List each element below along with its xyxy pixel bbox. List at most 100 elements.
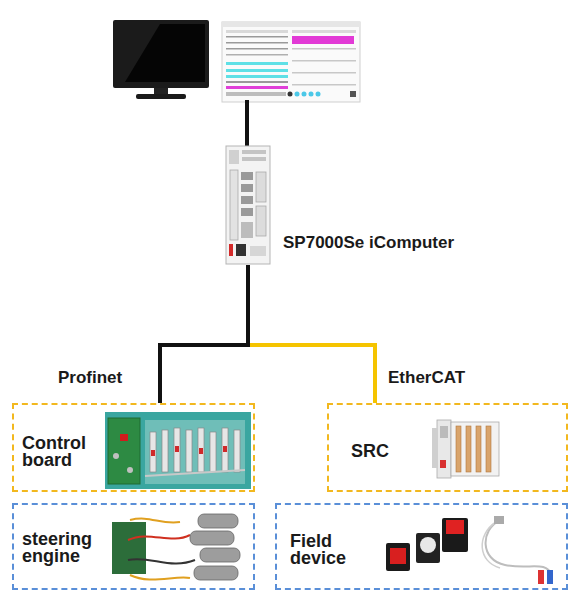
monitor-illustration-part [117,24,160,82]
servo-photo-part [112,522,146,574]
field-device-photo-part [420,537,436,553]
network-link [160,265,248,403]
node-label: SP7000Se iComputer [283,234,513,251]
icomputer-illustration-part [242,150,266,154]
device-box: steering engine [12,503,255,590]
control-board-photo-part [145,420,245,484]
servo-photo-part-part [190,531,234,545]
field-device-photo-part [416,533,440,563]
field-device-photo-part [538,570,544,584]
src-module-photo-part [451,422,499,476]
control-board-photo-part-part [175,446,179,452]
field-device-photo-part [442,518,468,552]
icomputer-illustration-part [236,244,246,256]
icomputer-illustration-part [250,246,266,256]
hmi-screenshot-part [295,92,300,97]
src-module-photo-part [456,426,491,472]
node-label: Control board [22,435,104,469]
icomputer-illustration-part [242,157,266,161]
control-board-photo-part [120,434,128,441]
src-module-photo-part [437,420,451,478]
hmi-screenshot-part [226,36,288,38]
field-device-photo-part [547,570,553,584]
control-board-photo-part-part [174,428,180,472]
hmi-screenshot-part [292,72,356,74]
icomputer-illustration-part [241,196,253,204]
field-device-photo-part [390,548,406,564]
protocol-label: EtherCAT [388,368,465,388]
protocol-label: Profinet [58,368,122,388]
hmi-screenshot-part [226,92,286,96]
servo-photo-part [190,514,240,580]
control-board-photo-part-part [150,432,156,472]
hmi-screenshot-part [350,91,356,97]
src-module-photo-part-part [466,426,471,472]
control-board-photo-part-part [234,430,240,472]
control-board-photo-part [151,446,227,456]
computer-node: SP7000Se iComputer [224,145,272,265]
hmi-screenshot [222,22,360,102]
network-link [248,265,375,403]
hmi-screenshot-part [226,30,288,33]
src-module-photo-part [440,426,448,438]
icomputer-illustration-part [241,172,253,180]
servo-photo [112,514,240,580]
icomputer-illustration [226,146,270,264]
control-board-photo-part-part [223,446,227,452]
servo-photo-part-part [200,548,240,562]
control-board-photo [105,412,251,489]
hmi-screenshot-part [226,75,288,78]
icomputer-illustration-part [229,150,239,164]
control-board-photo-part-part [198,428,204,472]
node-label: SRC [351,443,411,460]
hmi-screenshot-part [302,92,307,97]
hmi-screenshot-part [226,86,288,89]
control-board-photo-part [108,418,140,484]
field-device-photo-part [494,516,504,524]
control-board-photo-part [127,467,133,473]
src-module-photo-part-part [456,426,461,472]
icomputer-illustration-part [230,170,238,240]
src-module-photo [432,420,499,478]
servo-photo-part-part [198,514,238,528]
control-board-photo-part [105,412,251,489]
icomputer-illustration-part [226,146,270,264]
hmi-screenshot-part [288,92,293,97]
hmi-screenshot-part [316,92,321,97]
servo-photo-part [128,535,190,540]
icomputer-illustration-part [241,208,253,216]
servo-photo-part [130,575,190,580]
hmi-screenshot-part [292,84,356,86]
icomputer-illustration-part [241,222,253,238]
control-board-photo-part-part [186,430,192,472]
control-board-photo-part-part [162,430,168,472]
device-box: SRC [327,403,568,492]
hmi-screenshot-part [226,62,288,65]
field-device-photo-part [446,520,464,534]
control-board-photo-part [145,470,245,476]
monitor-illustration-part [113,20,209,88]
node-label: Field device [290,533,360,567]
node-label: steering engine [22,531,112,565]
servo-photo-part [130,519,180,523]
control-board-photo-part-part [151,450,155,456]
control-board-photo-part-part [222,428,228,472]
monitor-illustration-part [154,88,168,94]
field-device-photo-part [482,522,500,568]
servo-photo-part-part [194,566,238,580]
field-device-photo-part [386,543,410,571]
hmi-screenshot-part [292,36,354,44]
display-cable [245,100,249,146]
hmi-screenshot-part [309,92,314,97]
hmi-screenshot-part [226,81,288,83]
control-board-photo-part [150,428,240,472]
monitor-illustration-part [117,24,205,82]
hmi-screenshot-part [226,54,288,56]
device-box: Control board [12,403,255,492]
servo-photo-part [128,559,195,564]
hmi-screenshot-part [222,22,360,102]
hmi-screenshot-part [292,48,356,50]
icomputer-illustration-part [256,206,266,236]
icomputer-illustration-part [256,172,266,202]
